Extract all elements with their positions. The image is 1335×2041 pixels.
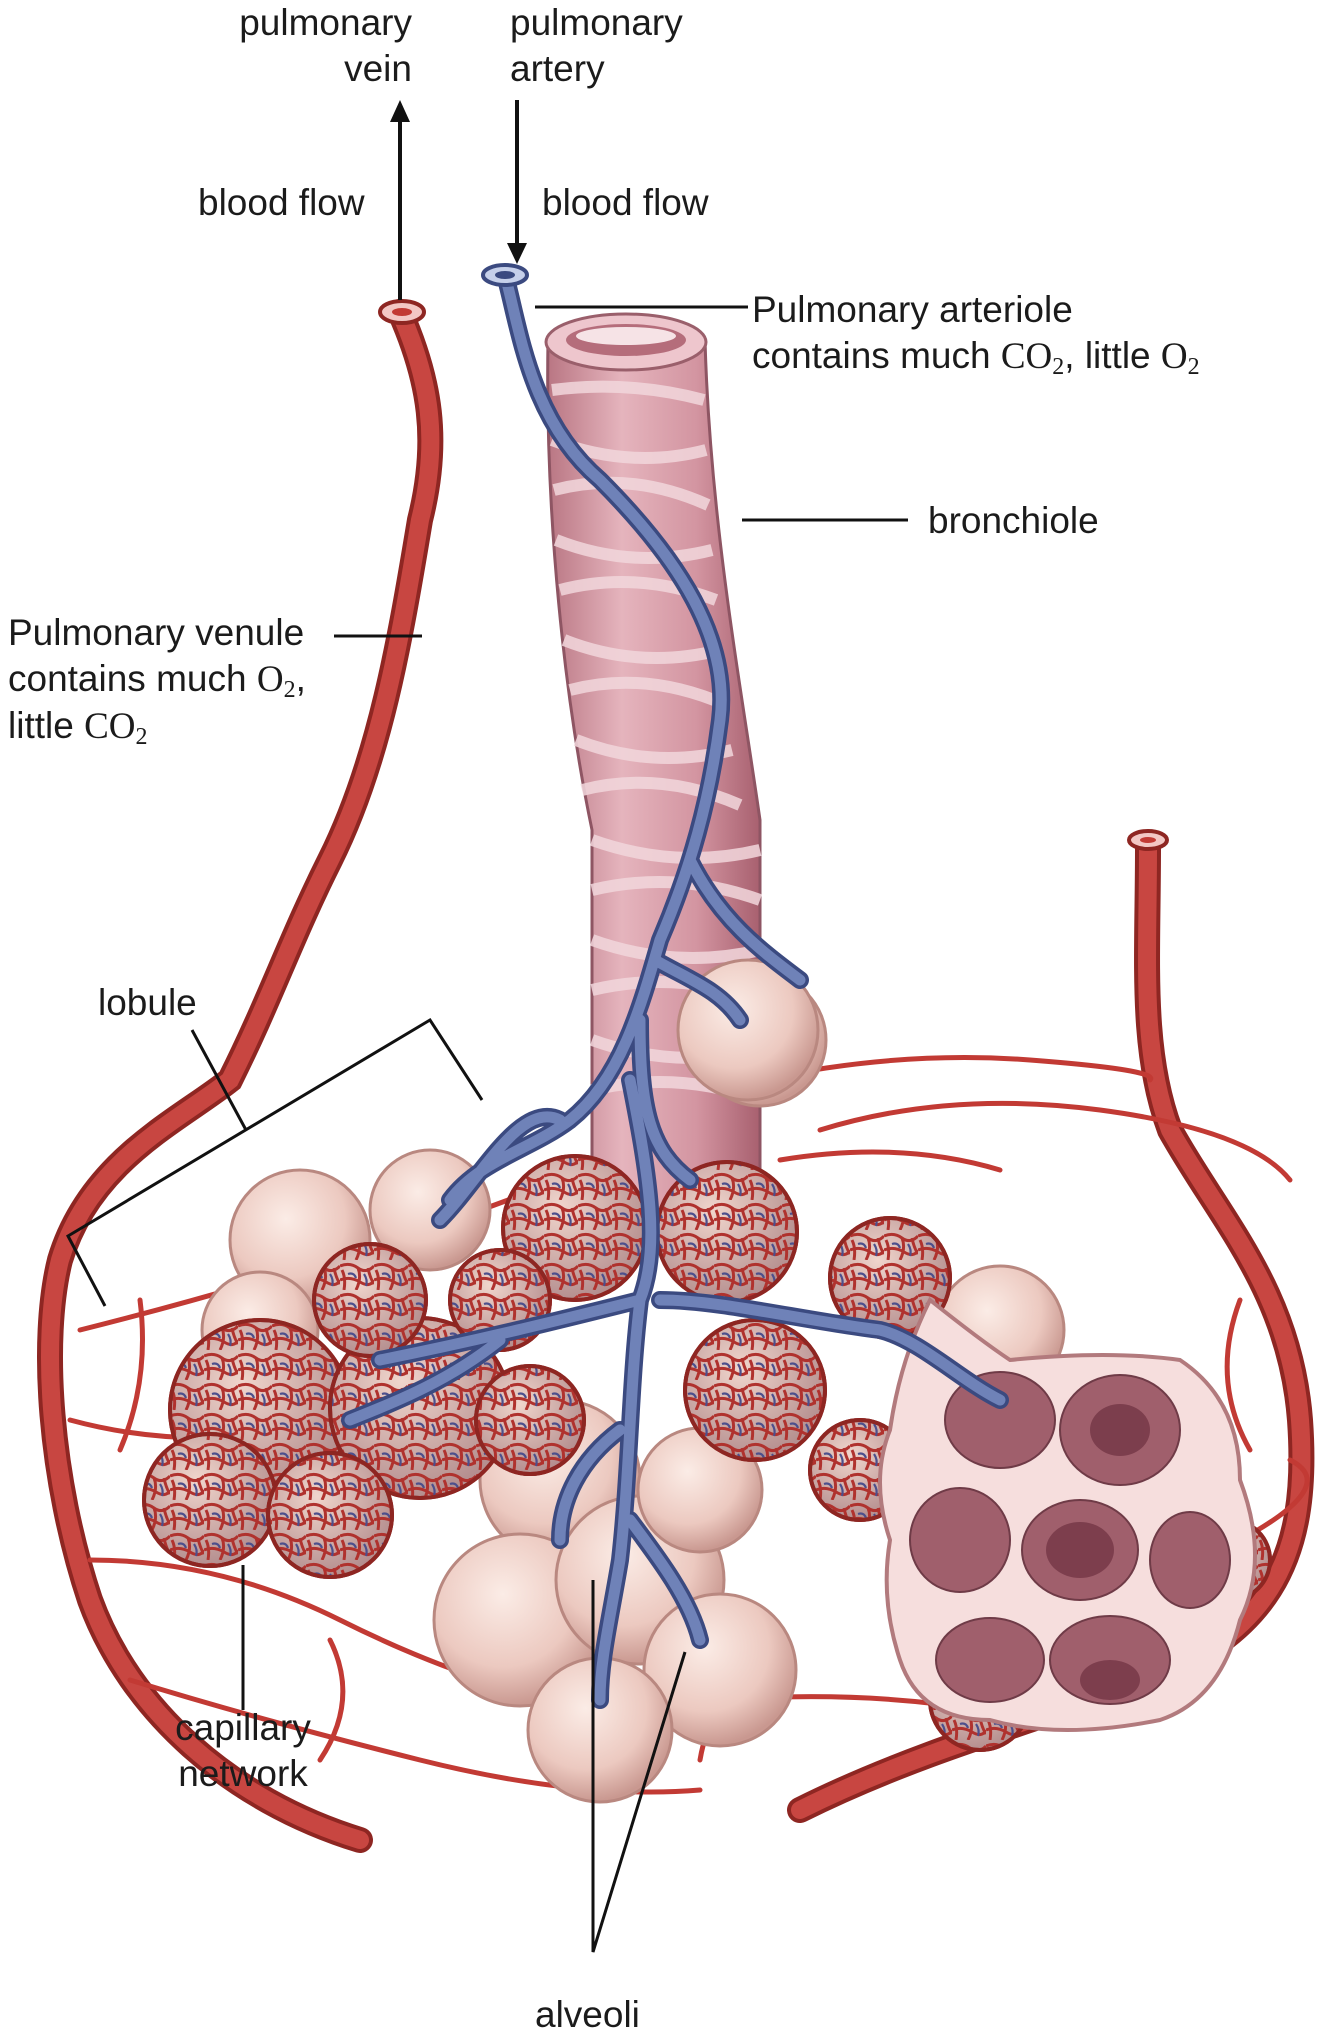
pulmonary-venule-label-line3: little CO2 — [8, 703, 306, 750]
venule-text-little: little — [8, 705, 85, 746]
venule-co2-subscript: 2 — [135, 724, 148, 750]
alveoli-leader — [591, 1580, 687, 1953]
lobule-bracket — [66, 1017, 484, 1307]
arteriole-text-mid: , little — [1064, 335, 1161, 376]
pulmonary-vein-label-line2: vein — [344, 48, 412, 89]
lobule-label: lobule — [98, 982, 197, 1023]
venule-o2-subscript: 2 — [283, 677, 296, 703]
arteriole-o2-symbol: O — [1160, 336, 1188, 377]
vein-flow-arrowhead — [390, 100, 410, 122]
lobule-leader — [190, 1029, 248, 1131]
blood-flow-label-artery: blood flow — [542, 182, 709, 223]
alveolar-sac-cross-section — [878, 1296, 1257, 1732]
capillary-network-label-line1: capillary — [175, 1707, 311, 1748]
pulmonary-venule-label-line1: Pulmonary venule — [8, 612, 305, 653]
bronchiole-shape — [544, 312, 763, 1212]
venule-text-comma: , — [295, 658, 306, 699]
arteriole-co2-subscript: 2 — [1052, 354, 1065, 380]
blood-flow-arrows — [390, 100, 527, 300]
bronchiole-label: bronchiole — [928, 500, 1099, 541]
artery-flow-arrowhead — [507, 243, 527, 264]
capillary-network-label: capillary network — [130, 1705, 356, 1797]
blood-flow-label-vein: blood flow — [198, 182, 365, 223]
pulmonary-venule-label: Pulmonary venule contains much O2, littl… — [8, 610, 306, 750]
pulmonary-venule-label-line2: contains much O2, — [8, 656, 306, 703]
pulmonary-artery-label: pulmonary artery — [510, 0, 683, 92]
leader-lines — [66, 305, 908, 1953]
pulmonary-arteriole-label-line1: Pulmonary arteriole — [752, 289, 1073, 330]
alveoli-label: alveoli — [535, 1994, 640, 2035]
pulmonary-artery-label-line1: pulmonary — [510, 2, 683, 43]
arteriole-text-prefix: contains much — [752, 335, 1001, 376]
pulmonary-vein-label-line1: pulmonary — [239, 2, 412, 43]
pulmonary-arteriole-label-line2: contains much CO2, little O2 — [752, 333, 1200, 380]
capillary-network-label-line2: network — [178, 1753, 308, 1794]
pulmonary-arteriole-label: Pulmonary arteriole contains much CO2, l… — [752, 287, 1200, 380]
venule-o2-symbol: O — [256, 659, 284, 700]
arteriole-co2-symbol: CO — [1000, 336, 1053, 377]
venule-co2-symbol: CO — [84, 706, 136, 747]
capillary-covered-alveoli — [142, 1154, 1272, 1752]
pulmonary-artery-label-line2: artery — [510, 48, 605, 89]
pulmonary-venule-shape — [37, 299, 444, 1853]
pulmonary-vein-label: pulmonary vein — [180, 0, 412, 92]
arteriole-o2-subscript: 2 — [1187, 354, 1200, 380]
venule-text-prefix: contains much — [8, 658, 257, 699]
pulmonary-arteriole-shape — [341, 263, 1009, 1709]
